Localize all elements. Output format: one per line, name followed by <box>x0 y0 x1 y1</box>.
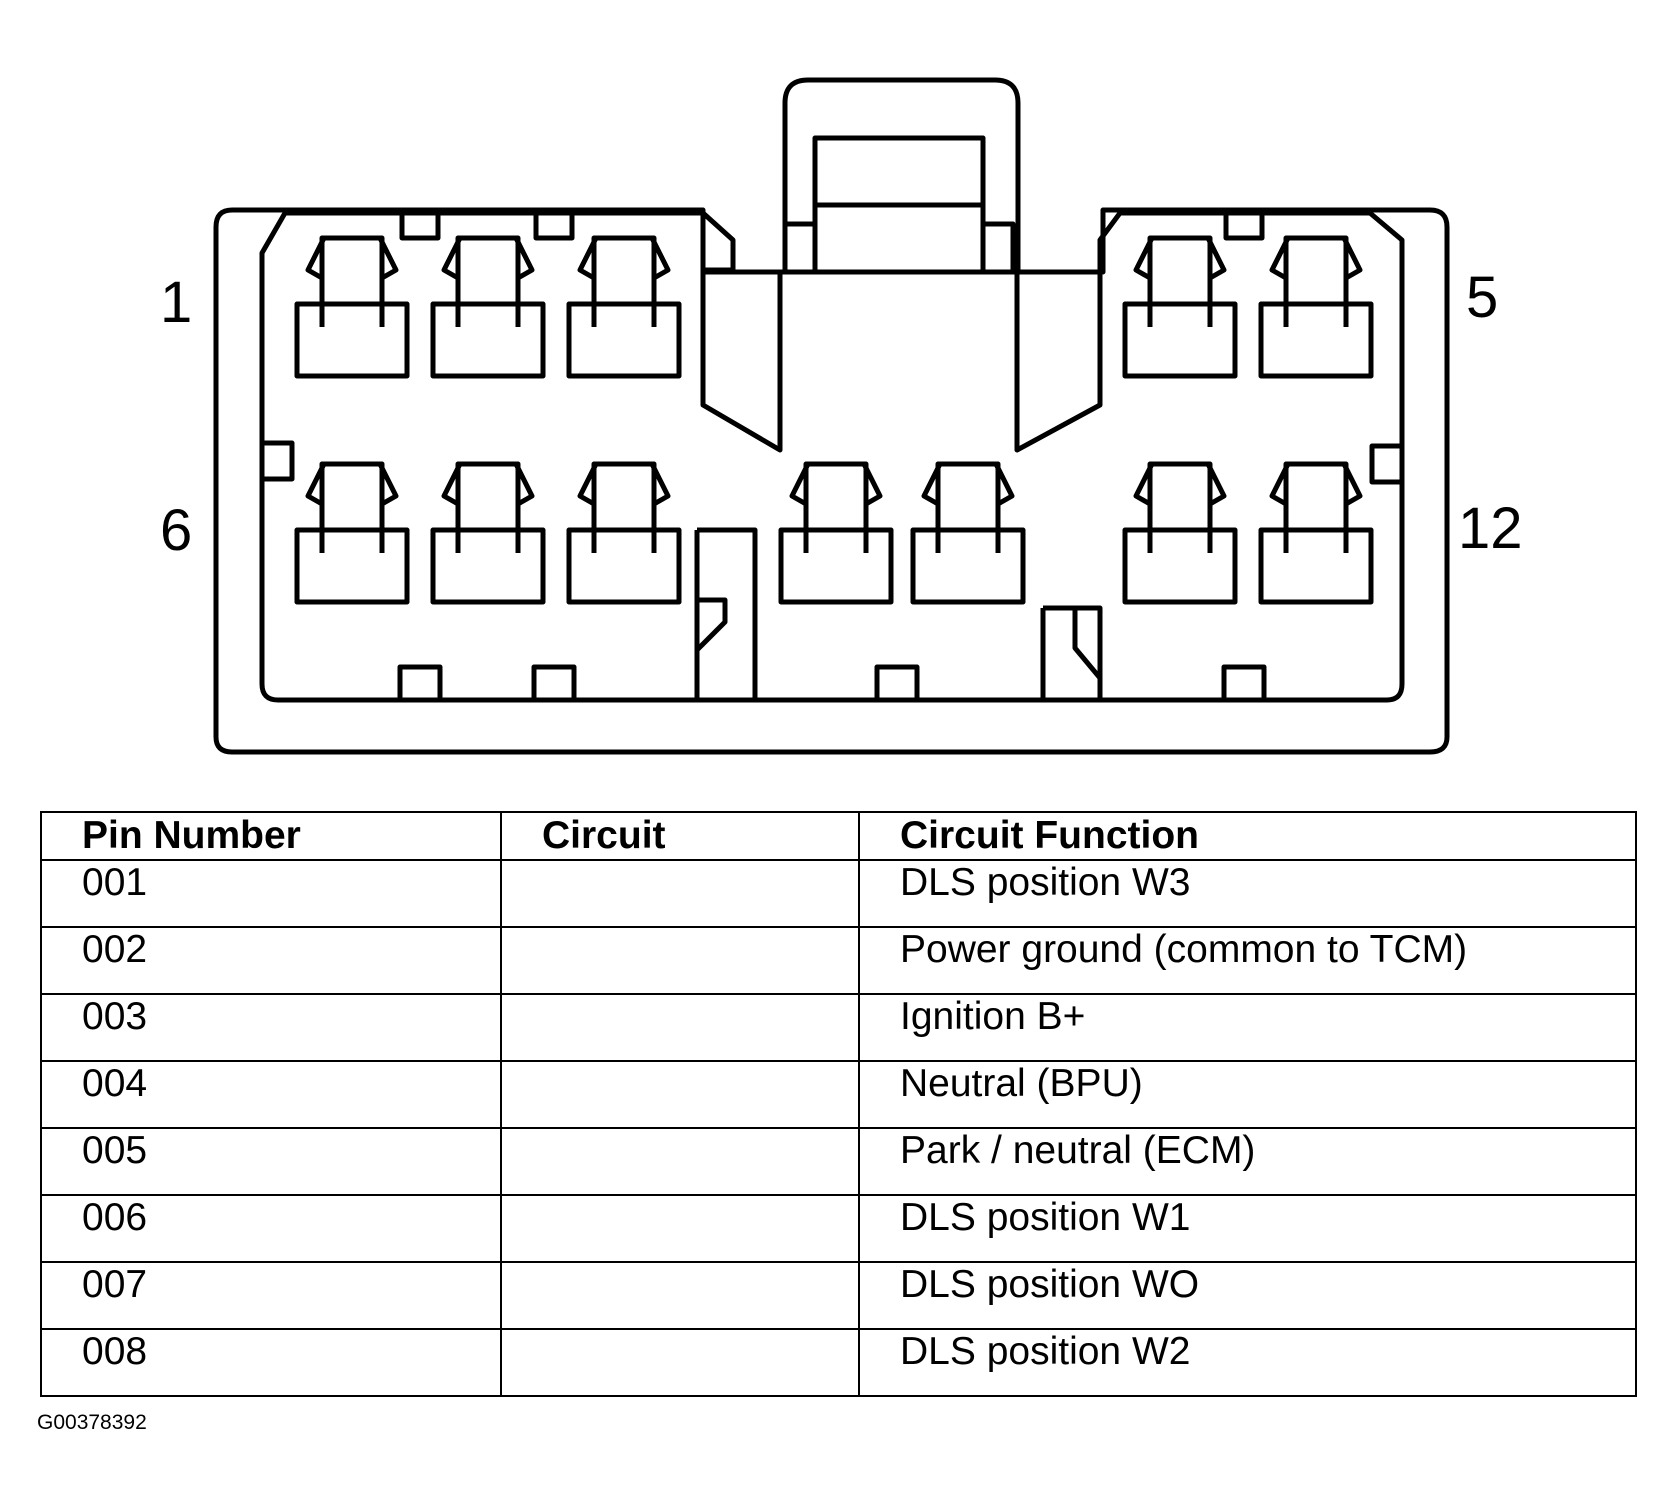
key-rib-right <box>1040 605 1103 700</box>
pin-number-cell: 006 <box>40 1194 502 1263</box>
pin-cavity-4 <box>1122 235 1238 379</box>
circuit-cell <box>500 859 860 928</box>
pin-number-cell: 003 <box>40 993 502 1062</box>
circuit-cell <box>500 1328 860 1397</box>
pin-label-12: 12 <box>1458 496 1523 561</box>
pin-cavity-8 <box>566 461 682 605</box>
table-row: 001 DLS position W3 <box>40 859 1637 928</box>
circuit-function-cell: Neutral (BPU) <box>858 1060 1637 1129</box>
pin-cavity-5 <box>1258 235 1374 379</box>
circuit-function-cell: Ignition B+ <box>858 993 1637 1062</box>
column-header-circuit: Circuit <box>500 811 860 861</box>
connector-housing-outline <box>213 77 1450 755</box>
table-header-row: Pin Number Circuit Circuit Function <box>40 811 1637 861</box>
table-row: 008 DLS position W2 <box>40 1328 1637 1397</box>
pin-cavity-9 <box>778 461 894 605</box>
circuit-function-cell: Power ground (common to TCM) <box>858 926 1637 995</box>
circuit-cell <box>500 1127 860 1196</box>
pin-cavity-2 <box>430 235 546 379</box>
column-header-pin-number: Pin Number <box>40 811 502 861</box>
pin-number-cell: 008 <box>40 1328 502 1397</box>
circuit-cell <box>500 1261 860 1330</box>
circuit-cell <box>500 993 860 1062</box>
column-header-circuit-function: Circuit Function <box>858 811 1637 861</box>
connector-face-diagram <box>213 77 1450 755</box>
pin-number-cell: 007 <box>40 1261 502 1330</box>
table-row: 004 Neutral (BPU) <box>40 1060 1637 1129</box>
circuit-cell <box>500 1194 860 1263</box>
pin-number-cell: 005 <box>40 1127 502 1196</box>
pin-cavity-12 <box>1258 461 1374 605</box>
connector-inner-cavity <box>259 210 1405 703</box>
figure-code: G00378392 <box>37 1411 147 1434</box>
table-row: 006 DLS position W1 <box>40 1194 1637 1263</box>
circuit-function-cell: DLS position W2 <box>858 1328 1637 1397</box>
table-row: 005 Park / neutral (ECM) <box>40 1127 1637 1196</box>
table-row: 003 Ignition B+ <box>40 993 1637 1062</box>
table-row: 007 DLS position WO <box>40 1261 1637 1330</box>
key-rib-left <box>694 527 758 700</box>
pin-label-5: 5 <box>1466 265 1499 330</box>
circuit-function-cell: Park / neutral (ECM) <box>858 1127 1637 1196</box>
circuit-cell <box>500 926 860 995</box>
circuit-cell <box>500 1060 860 1129</box>
pin-cavity-6 <box>294 461 410 605</box>
pin-cavity-3 <box>566 235 682 379</box>
pin-number-cell: 004 <box>40 1060 502 1129</box>
pin-label-1: 1 <box>160 270 193 335</box>
table-row: 002 Power ground (common to TCM) <box>40 926 1637 995</box>
pin-cavity-11 <box>1122 461 1238 605</box>
circuit-function-cell: DLS position W3 <box>858 859 1637 928</box>
pin-label-6: 6 <box>160 498 193 563</box>
circuit-function-cell: DLS position W1 <box>858 1194 1637 1263</box>
pin-number-cell: 001 <box>40 859 502 928</box>
pin-cavity-7 <box>430 461 546 605</box>
pin-cavity-1 <box>294 235 410 379</box>
pin-number-cell: 002 <box>40 926 502 995</box>
circuit-function-cell: DLS position WO <box>858 1261 1637 1330</box>
pin-cavity-10 <box>910 461 1026 605</box>
